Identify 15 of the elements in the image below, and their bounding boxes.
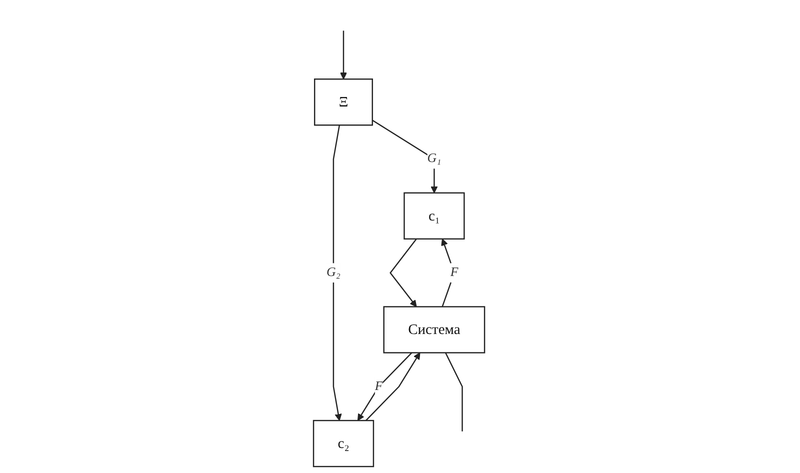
node-box: Система bbox=[383, 306, 486, 354]
edge-label: F bbox=[374, 379, 383, 394]
arrow bbox=[372, 120, 438, 194]
edge-label: G₁ bbox=[427, 152, 442, 166]
node-box: Ξ bbox=[314, 78, 373, 126]
edge-label: F bbox=[450, 266, 458, 280]
arrow bbox=[357, 352, 412, 421]
edge-label: G₂ bbox=[326, 266, 340, 280]
connector bbox=[445, 352, 463, 432]
arrow bbox=[332, 125, 342, 421]
arrow bbox=[365, 352, 420, 421]
arrow bbox=[340, 30, 348, 80]
node-box: c₂ bbox=[312, 420, 374, 468]
node-box: c₁ bbox=[404, 192, 465, 240]
arrow bbox=[390, 238, 417, 308]
